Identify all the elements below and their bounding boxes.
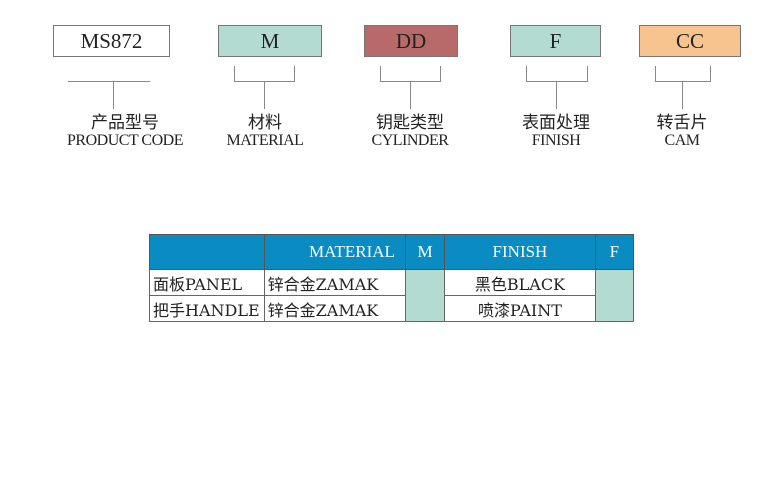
table-header: MATERIAL M FINISH F [149,234,635,270]
part-cell: 面板PANEL [149,269,265,296]
bracket [440,66,441,81]
label-cn: 表面处理 [522,113,590,133]
bracket [587,66,588,81]
m-code-cell [404,269,446,322]
bracket [526,81,588,82]
material-cell: 锌合金ZAMAK [263,295,406,322]
code-box-cam: CC [639,25,741,57]
label-en: FINISH [531,132,581,149]
label-en: CYLINDER [371,132,449,149]
header-finish: FINISH [444,234,596,270]
f-code-cell [594,269,635,322]
bracket [294,66,295,81]
table-row: 把手HANDLE 锌合金ZAMAK 喷漆PAINT [149,295,634,322]
bracket [655,66,656,81]
label-cn: 转舌片 [656,113,708,133]
bracket [526,66,527,81]
bracket [380,66,381,81]
header-f: F [594,234,635,270]
label-en: PRODUCT CODE [67,132,183,149]
header-blank [149,234,265,270]
label-cn: 钥匙类型 [376,113,444,133]
label-en: MATERIAL [226,132,304,149]
code-box-cylinder: DD [364,25,458,57]
header-m: M [404,234,446,270]
code-box-product: MS872 [53,25,170,57]
connector [113,81,114,109]
connector [556,81,557,109]
table-row: 面板PANEL 锌合金ZAMAK 黑色BLACK [149,269,635,322]
finish-cell: 喷漆PAINT [444,295,596,322]
connector [682,81,683,109]
spec-table: MATERIAL M FINISH F 面板PANEL 锌合金ZAMAK 黑色B… [149,234,635,322]
bracket [655,81,711,82]
finish-cell: 黑色BLACK [444,269,596,296]
label-en: CAM [664,132,700,149]
header-material: MATERIAL [263,234,406,270]
bracket [710,66,711,81]
material-cell: 锌合金ZAMAK [263,269,406,296]
code-box-finish: F [510,25,601,57]
part-cell: 把手HANDLE [149,295,265,322]
label-cn: 材料 [248,113,282,133]
connector [410,81,411,109]
connector [264,81,265,109]
label-cn: 产品型号 [91,113,159,133]
code-box-material: M [218,25,322,57]
bracket [234,66,235,81]
connector [68,81,150,82]
